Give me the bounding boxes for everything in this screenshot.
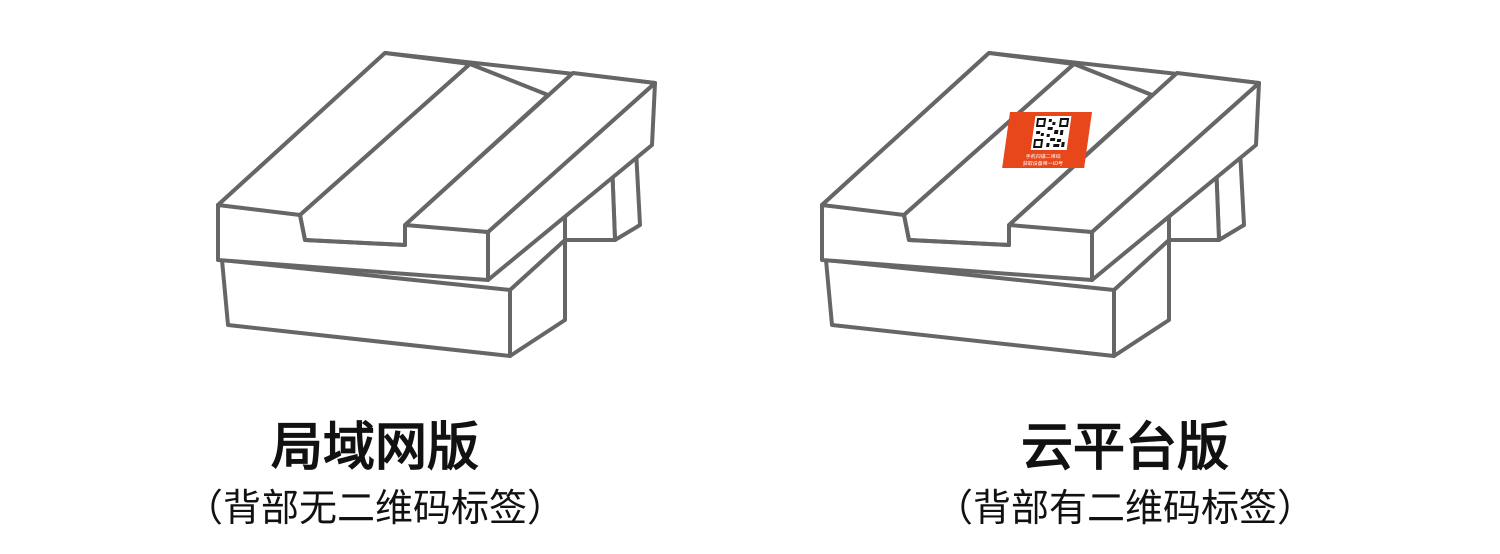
base-front (220, 258, 512, 358)
qr-code-label: 手机扫描二维码 获取设备唯一ID号 (1002, 112, 1092, 168)
groove-wall (298, 214, 407, 247)
lan-version-panel: 局域网版 （背部无二维码标签） (184, 51, 657, 530)
base-front (824, 258, 1116, 358)
cloud-version-panel: 手机扫描二维码 获取设备唯一ID号 云平台版 （背部有二维码标签） (750, 0, 1500, 554)
subtitle: （背部有二维码标签） (934, 486, 1315, 530)
page-title: 云平台版 (1020, 418, 1229, 478)
qr-label-line1: 手机扫描二维码 (1025, 153, 1061, 160)
subtitle: （背部无二维码标签） (184, 486, 565, 530)
qr-label-line2: 获取设备唯一ID号 (1022, 160, 1063, 167)
groove-wall (902, 214, 1011, 247)
qr-code-pattern (1032, 118, 1070, 148)
device-illustration-cloud: 手机扫描二维码 获取设备唯一ID号 (820, 51, 1261, 358)
page-title: 局域网版 (270, 418, 479, 478)
device-illustration-lan (216, 51, 657, 358)
